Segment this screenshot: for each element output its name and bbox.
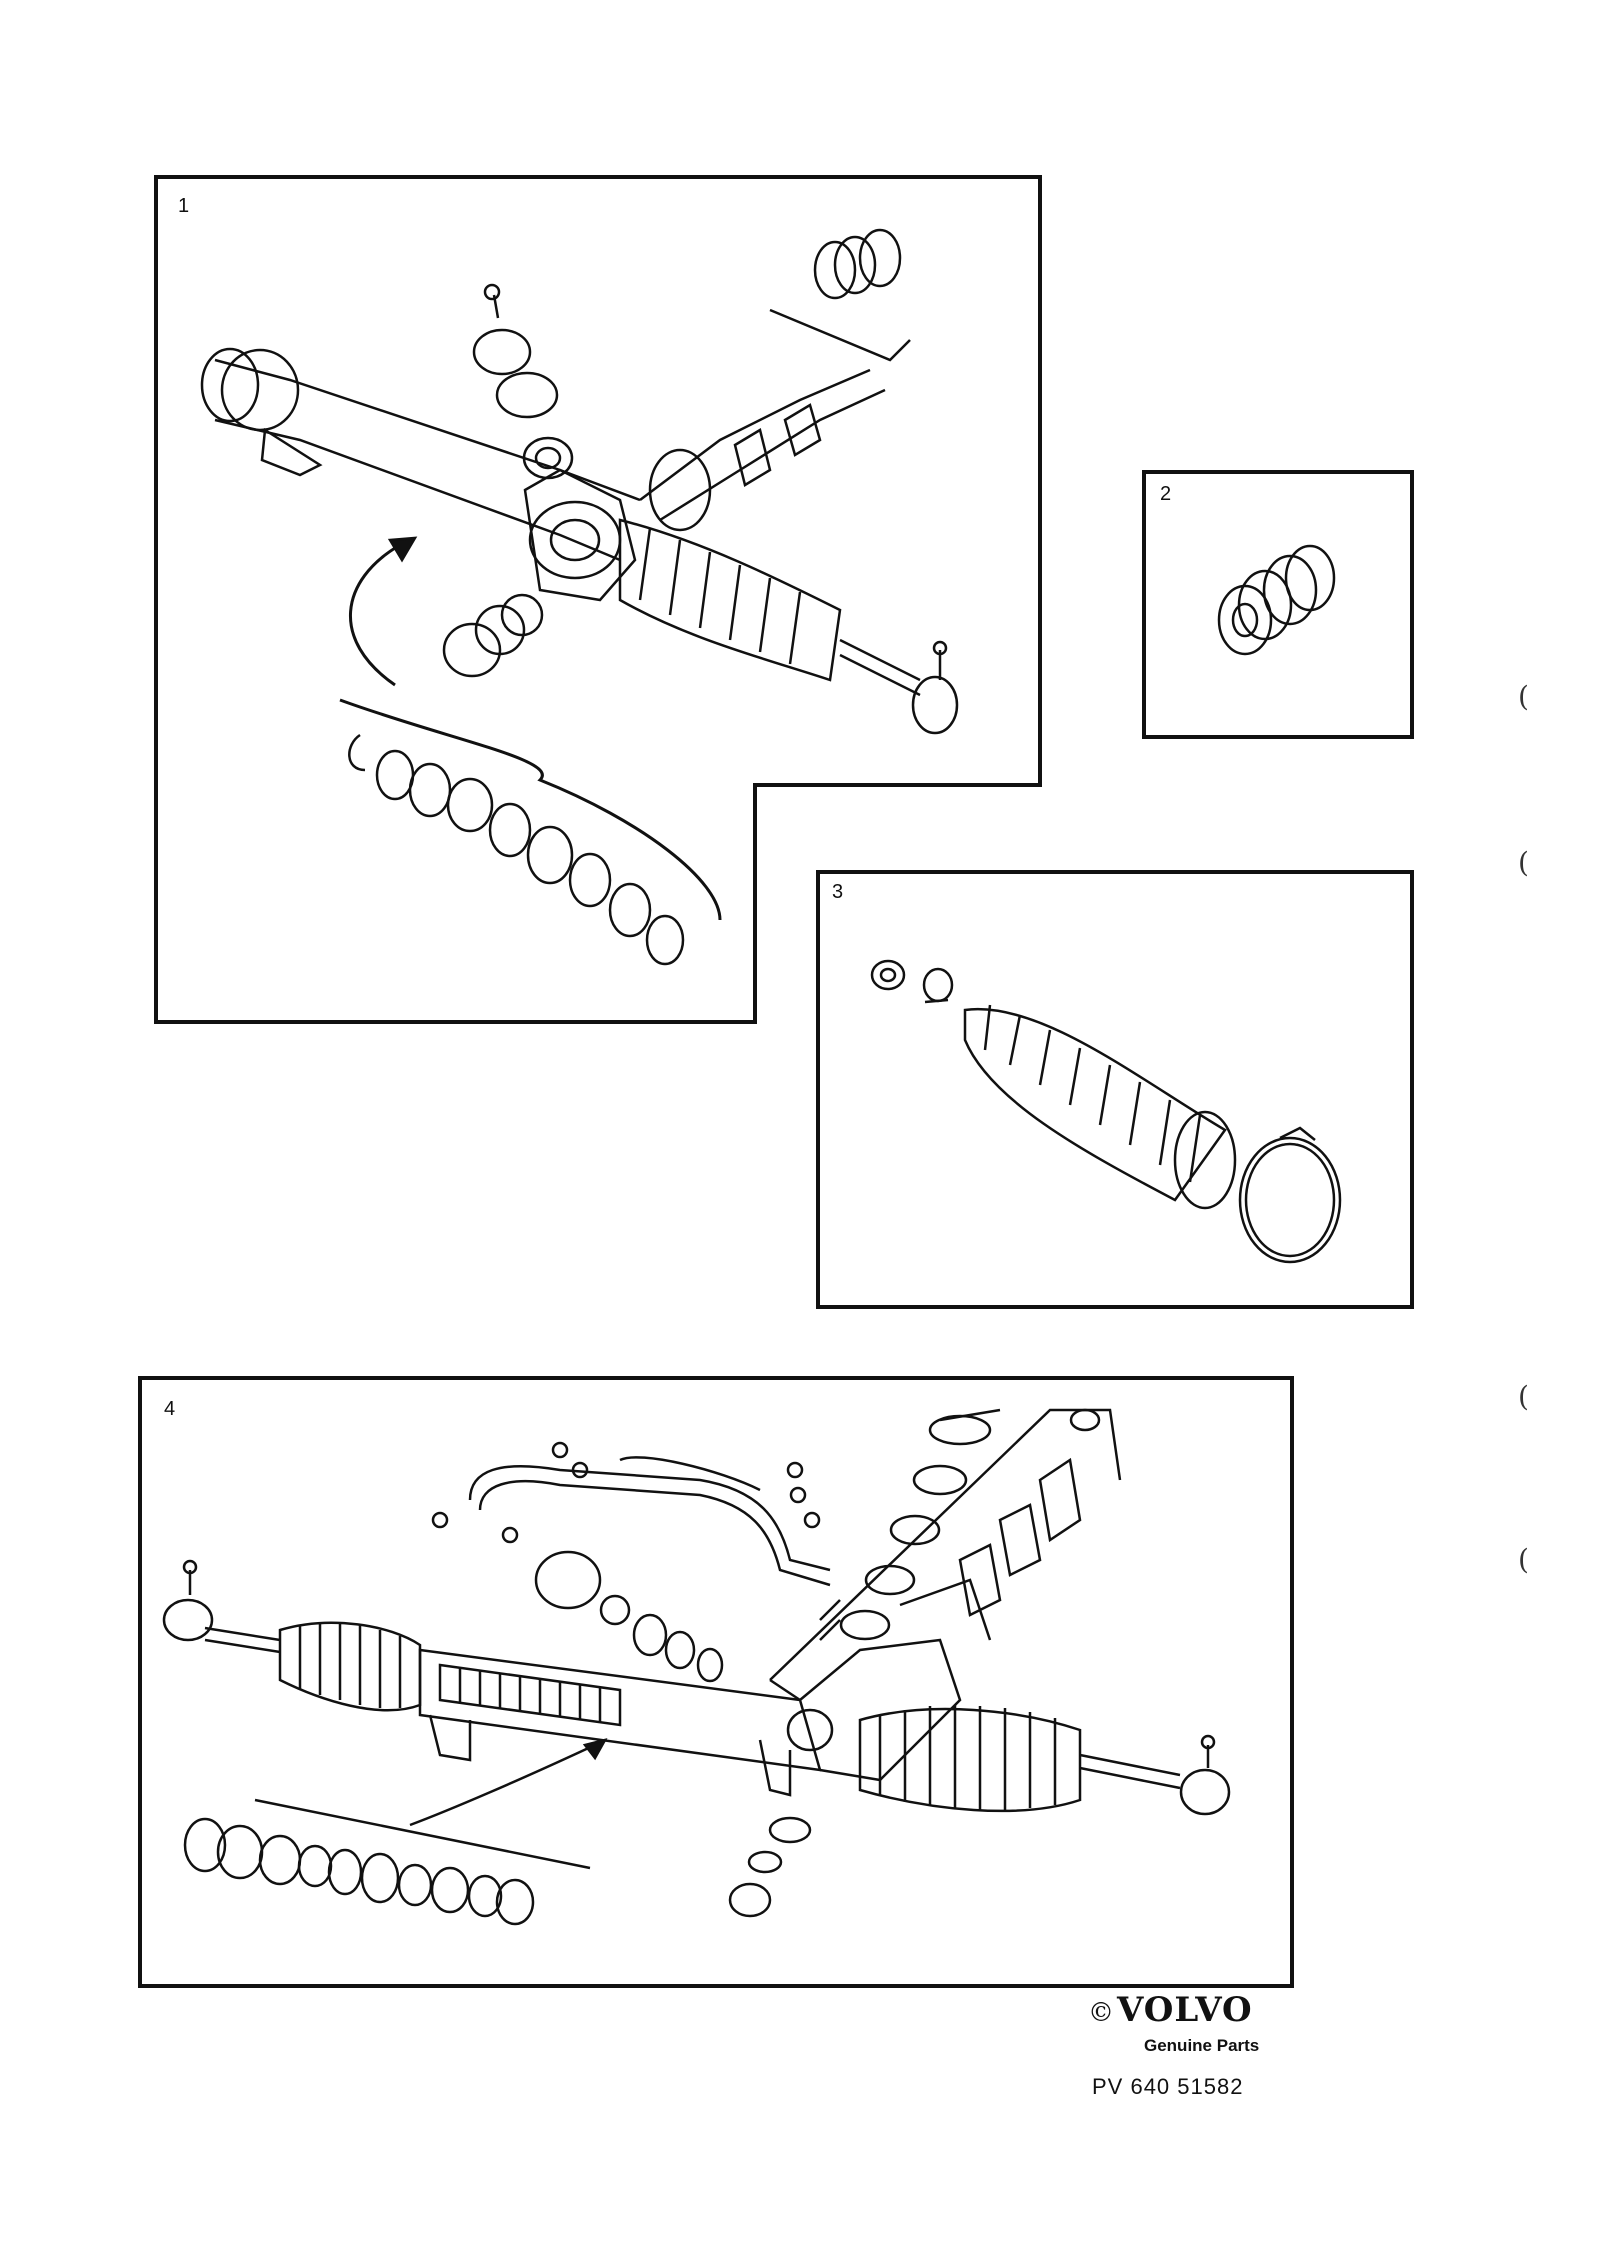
- brand-logo: ©VOLVO: [1088, 1990, 1253, 2030]
- panel-3-label: 3: [832, 881, 843, 903]
- panel-4-label: 4: [164, 1398, 175, 1420]
- bellows-kit: [870, 959, 1342, 1264]
- steering-gear-assembly: [162, 1408, 1231, 1926]
- steering-rack-assembly: [200, 228, 959, 966]
- margin-mark: (: [1518, 1543, 1529, 1576]
- margin-mark: (: [1518, 846, 1529, 879]
- panel-1: 1: [154, 175, 1042, 1024]
- margin-mark: (: [1518, 680, 1529, 713]
- panel-4: 4: [138, 1376, 1294, 1988]
- diagram-code: PV 640 51582: [1092, 2074, 1244, 2099]
- pinion-bearing-kit: [1217, 544, 1336, 656]
- panel-2-label: 2: [1160, 483, 1171, 505]
- brand-subtitle: Genuine Parts: [1144, 2036, 1260, 2055]
- brand-name: VOLVO: [1117, 1990, 1253, 2030]
- panel-1-label: 1: [178, 195, 189, 217]
- copyright-symbol: ©: [1088, 1998, 1115, 2028]
- panel-2: 2: [1142, 470, 1414, 739]
- margin-mark: (: [1518, 1380, 1529, 1413]
- panel-3: 3: [816, 870, 1414, 1309]
